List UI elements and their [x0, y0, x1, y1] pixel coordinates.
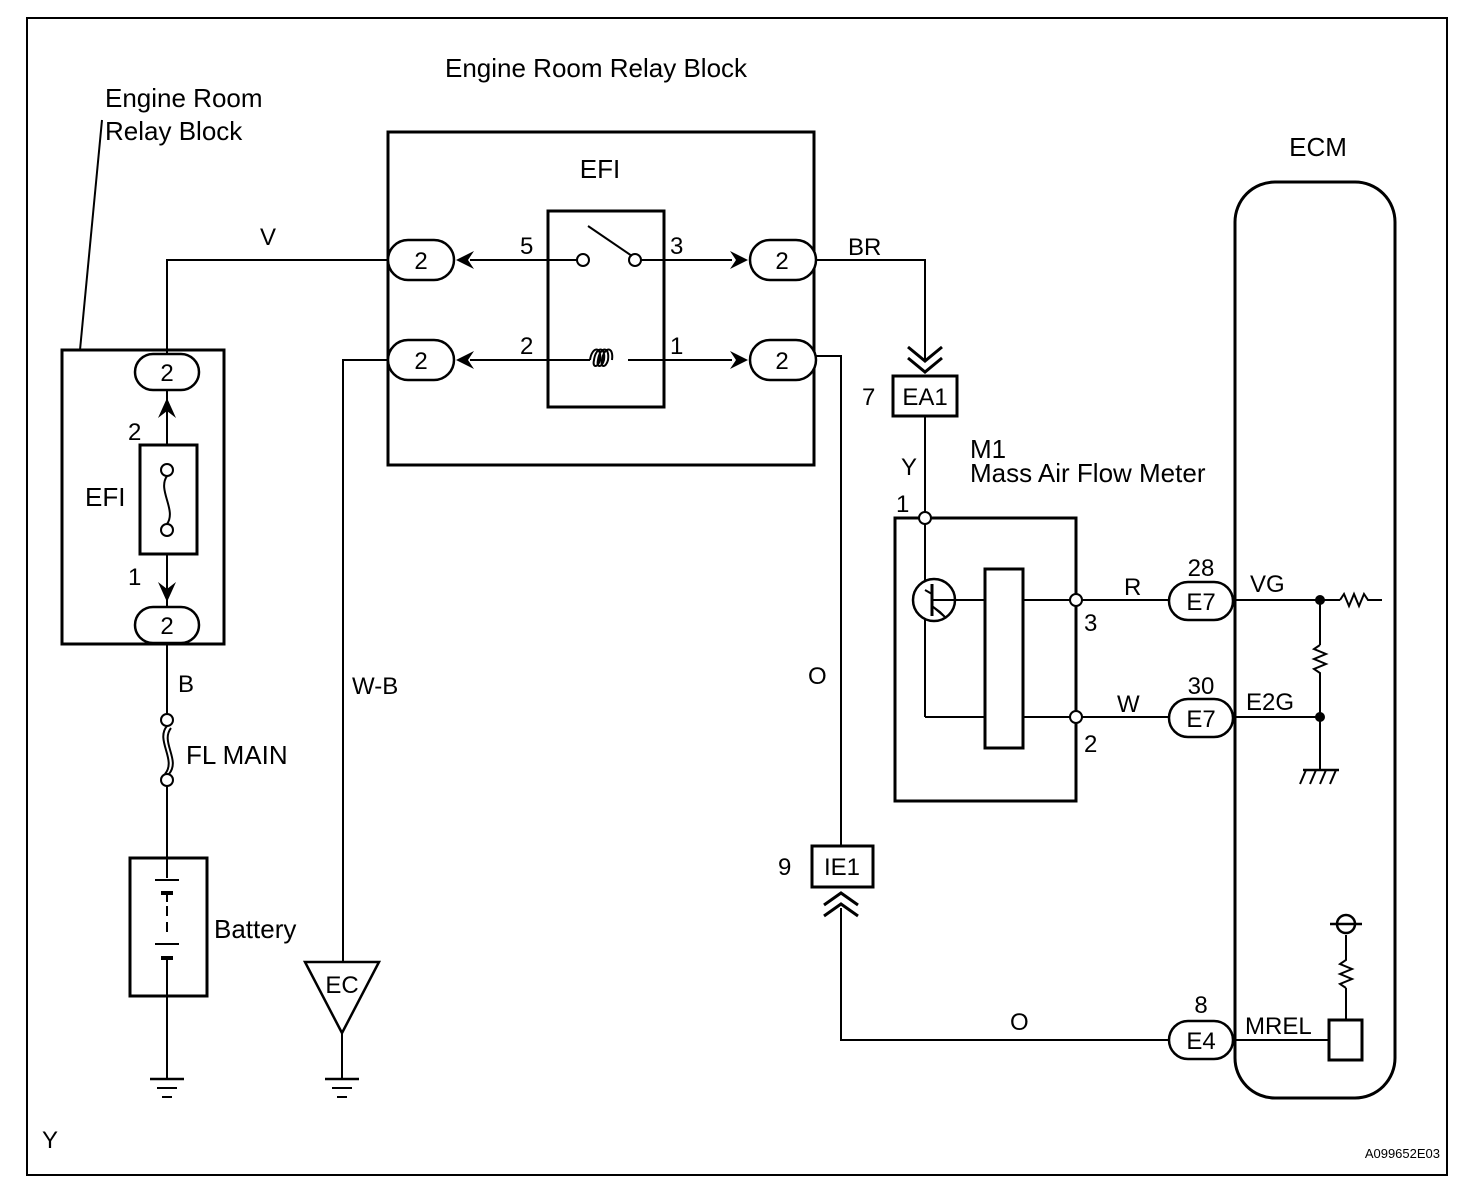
relay-connector-left-top [386, 238, 456, 282]
relay-connector-right-top-number: 2 [775, 248, 788, 275]
ecm-pull-resistor-icon [1311, 644, 1329, 717]
wire-label-w: W [1117, 691, 1140, 718]
ecm-signal-mrel: MREL [1245, 1013, 1312, 1040]
left-relay-block-leader [79, 119, 103, 351]
ecm-signal-vg: VG [1250, 571, 1285, 598]
relay-coil-icon [589, 348, 614, 367]
figure-code: A099652E03 [1365, 1146, 1440, 1161]
relay-pin-3: 3 [670, 233, 683, 260]
relay-pin3-arrow-icon [730, 251, 748, 269]
wire-o [816, 355, 842, 848]
wire-br [816, 259, 926, 362]
maf-transistor-icon [911, 577, 957, 623]
corner-mark: Y [42, 1127, 58, 1154]
ecm-connector-e4-mrel-name: E4 [1186, 1028, 1215, 1055]
fuse-pin-1: 1 [128, 564, 141, 591]
relay-pin-5: 5 [520, 233, 533, 260]
ie1-connector-chevron-icon [823, 891, 859, 918]
junction-ie1-name: IE1 [824, 854, 860, 881]
efi-fuse-box [138, 443, 199, 556]
relay-pin2-arrow-icon [456, 351, 474, 369]
wire-label-o-mid: O [808, 663, 827, 690]
maf-pin1-terminal [918, 511, 932, 525]
ec-ground-icon [325, 1077, 359, 1098]
battery-label: Battery [214, 914, 296, 944]
fuse-pin1-arrow-icon [158, 582, 176, 602]
relay-switch-terminal-right [628, 253, 642, 267]
connector-fuse-bottom-number: 2 [160, 613, 173, 640]
relay-pin-1: 1 [670, 333, 683, 360]
fl-main-label: FL MAIN [186, 740, 288, 770]
fuse-terminal-top [160, 463, 174, 477]
relay-connector-left-bottom-number: 2 [414, 348, 427, 375]
ecm-pin-28: 28 [1188, 555, 1215, 582]
maf-pin3-terminal [1069, 593, 1083, 607]
battery-ground-icon [150, 1077, 184, 1098]
battery-icon [155, 858, 179, 996]
fl-main-terminal-bottom [160, 773, 174, 787]
ecm-title: ECM [1289, 132, 1347, 162]
fuse-pin-2: 2 [128, 419, 141, 446]
ecm-pin-8: 8 [1194, 992, 1207, 1019]
relay-pin1-arrow-icon [730, 351, 748, 369]
ecm-mrel-resistor-icon [1337, 935, 1355, 989]
junction-ie1 [810, 844, 875, 889]
maf-sensor-element [983, 567, 1025, 750]
ground-ec-label: EC [325, 972, 358, 999]
ecm-box [1233, 180, 1397, 1100]
fl-main-terminal-top [160, 713, 174, 727]
connector-fuse-top-number: 2 [160, 360, 173, 387]
junction-ea1-pin: 7 [862, 384, 875, 411]
ecm-chassis-ground-icon [1299, 768, 1339, 785]
efi-relay-box [546, 209, 666, 409]
wire-label-br: BR [848, 234, 881, 261]
left-relay-block-label-line2: Relay Block [105, 116, 243, 146]
efi-fuse-label: EFI [85, 482, 125, 512]
relay-connector-right-bottom-number: 2 [775, 348, 788, 375]
wire-label-o-bottom: O [1010, 1009, 1029, 1036]
maf-pin-1: 1 [896, 491, 909, 518]
relay-pin-2: 2 [520, 333, 533, 360]
ecm-connector-e7-e2g-name: E7 [1186, 706, 1215, 733]
wire-label-b: B [178, 671, 194, 698]
relay-switch-contact-icon [587, 225, 633, 257]
junction-ea1 [891, 374, 959, 418]
engine-room-relay-block-title: Engine Room Relay Block [445, 53, 748, 83]
ground-ec-triangle [302, 960, 382, 1036]
maf-pin-3: 3 [1084, 610, 1097, 637]
ecm-connector-e7-vg-name: E7 [1186, 589, 1215, 616]
ecm-signal-e2g: E2G [1246, 689, 1294, 716]
relay-pin5-arrow-icon [456, 251, 474, 269]
wire-w-b [342, 359, 388, 962]
maf-pin2-terminal [1069, 710, 1083, 724]
left-relay-block-label-line1: Engine Room [105, 83, 263, 113]
diagram-frame [26, 17, 1448, 1176]
efi-relay-label: EFI [580, 154, 620, 184]
fuse-terminal-bottom [160, 523, 174, 537]
ecm-pin-30: 30 [1188, 673, 1215, 700]
fl-main-fusible-link-icon [162, 725, 174, 775]
maf-name: Mass Air Flow Meter [970, 458, 1206, 488]
efi-fuse-icon [163, 475, 171, 525]
junction-ea1-name: EA1 [902, 384, 947, 411]
ecm-vg-resistor-icon [1339, 591, 1382, 609]
ecm-mrel-driver-box [1327, 1018, 1364, 1062]
wire-label-w-b: W-B [352, 673, 398, 700]
maf-pin-2: 2 [1084, 731, 1097, 758]
ea1-connector-chevron-icon [907, 345, 943, 374]
wire-label-r: R [1124, 574, 1141, 601]
wire-label-y: Y [901, 454, 917, 481]
wire-label-v: V [260, 224, 276, 251]
battery-box [128, 856, 209, 998]
relay-switch-terminal-left [576, 253, 590, 267]
fuse-pin2-arrow-icon [158, 398, 176, 418]
wire-o-bottom [840, 908, 1169, 1041]
relay-connector-left-top-number: 2 [414, 248, 427, 275]
wire-v [166, 259, 388, 354]
maf-id: M1 [970, 434, 1006, 464]
relay-connector-right-bottom [748, 338, 818, 382]
junction-ie1-pin: 9 [778, 854, 791, 881]
